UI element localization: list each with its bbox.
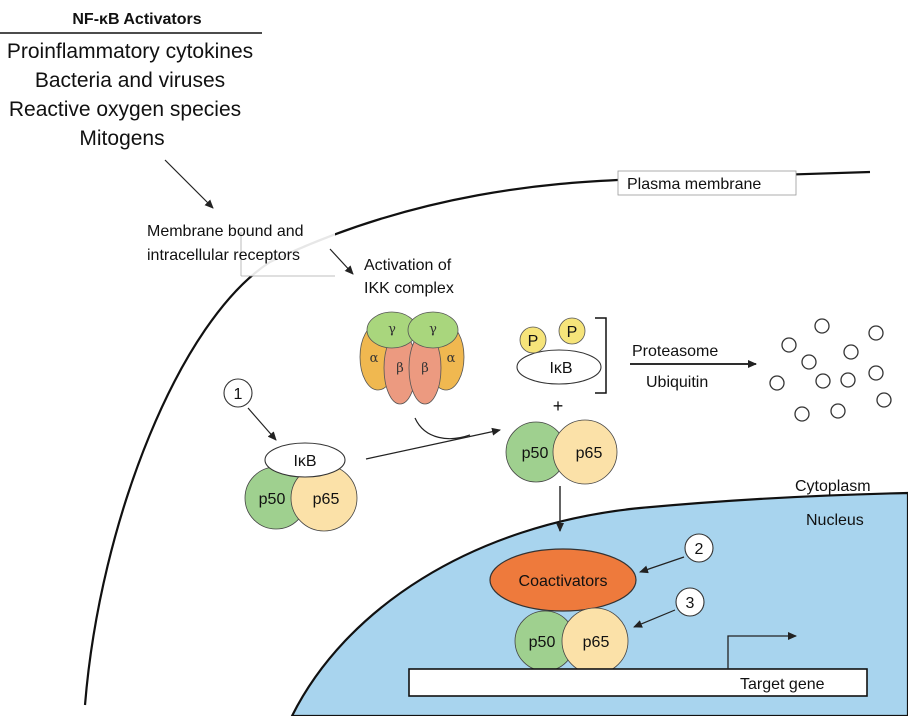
activator-item: Reactive oxygen species	[9, 98, 241, 121]
ikk-catalysis-arrow	[414, 417, 471, 440]
p65-label: p65	[313, 491, 340, 508]
step-2-marker	[684, 533, 714, 563]
peptide-fragment	[801, 354, 817, 370]
receptor-arrow	[329, 248, 354, 275]
step-2-number: 2	[695, 541, 704, 558]
phosphate-group	[558, 317, 586, 345]
receptors-label-box	[240, 228, 335, 276]
ikk-gamma-glyph: γ	[429, 322, 437, 337]
activators-arrow	[164, 159, 214, 209]
ikk-label: Activation of	[364, 257, 452, 274]
peptide-fragment	[843, 344, 859, 360]
ikk-complex: γ γ α α β β	[359, 311, 465, 405]
peptide-fragment	[769, 375, 785, 391]
step-1-marker	[223, 378, 253, 408]
peptide-fragment	[815, 373, 831, 389]
plasma-membrane-label-box	[617, 170, 797, 196]
target-gene-label: Target gene	[740, 676, 825, 693]
p65-subunit	[552, 419, 618, 485]
peptide-fragment	[840, 372, 856, 388]
ikk-gamma-subunit	[407, 311, 459, 349]
receptors-label: intracellular receptors	[147, 247, 300, 264]
degradation-bracket	[595, 317, 607, 394]
proteasome-label: Proteasome	[632, 343, 718, 360]
nuclear-nfkb: p50 p65	[514, 607, 629, 675]
peptide-fragment	[781, 337, 797, 353]
ikk-alpha-glyph: α	[370, 351, 379, 366]
ikb-label: IκB	[549, 360, 572, 377]
p50-label: p50	[259, 491, 286, 508]
p65-label: p65	[583, 634, 610, 651]
coactivators	[489, 548, 637, 612]
ikk-alpha-glyph: α	[447, 351, 456, 366]
receptors-label: Membrane bound and	[147, 223, 304, 240]
step-1-number: 1	[234, 386, 243, 403]
ikk-beta-glyph: β	[421, 361, 429, 376]
ubiquitin-label: Ubiquitin	[646, 374, 708, 391]
p65-label: p65	[576, 445, 603, 462]
ikk-gamma-glyph: γ	[388, 322, 396, 337]
plasma-membrane-label: Plasma membrane	[627, 176, 761, 193]
ikb-protein	[516, 349, 602, 385]
degraded-fragments	[769, 318, 892, 422]
release-arrow	[365, 427, 501, 460]
step-2-arrow	[639, 556, 685, 574]
activators-block: NF-κB Activators Proinflammatory cytokin…	[0, 11, 262, 150]
phospho-ikb: P P IκB	[516, 317, 602, 385]
transcription-start-arrow	[727, 632, 797, 669]
peptide-fragment	[794, 406, 810, 422]
p50-label: p50	[529, 634, 556, 651]
step-3-number: 3	[686, 595, 695, 612]
free-nfkb: p50 p65	[505, 419, 618, 485]
coactivators-label: Coactivators	[519, 573, 608, 590]
peptide-fragment	[876, 392, 892, 408]
activator-item: Mitogens	[79, 127, 164, 150]
ikk-label: IKK complex	[364, 280, 454, 297]
peptide-fragment	[868, 365, 884, 381]
nfkb-ikb-complex: IκB p50 p65	[244, 442, 358, 532]
phosphate-label: P	[567, 324, 578, 341]
step-3-marker	[675, 587, 705, 617]
target-gene-dna	[408, 668, 868, 697]
peptide-fragment	[830, 403, 846, 419]
cytoplasm-label: Cytoplasm	[795, 478, 871, 495]
activators-heading: NF-κB Activators	[72, 11, 201, 28]
activator-item: Proinflammatory cytokines	[7, 40, 253, 63]
peptide-fragment	[868, 325, 884, 341]
phosphate-label: P	[528, 333, 539, 350]
p50-label: p50	[522, 445, 549, 462]
ikk-beta-glyph: β	[396, 361, 404, 376]
ikb-protein	[264, 442, 346, 478]
ikb-label: IκB	[293, 453, 316, 470]
activator-item: Bacteria and viruses	[35, 69, 225, 92]
peptide-fragment	[814, 318, 830, 334]
step-3-arrow	[633, 609, 676, 628]
nucleus-label: Nucleus	[806, 512, 864, 529]
step-1-arrow	[247, 407, 277, 441]
plus-sign: +	[553, 396, 564, 416]
phosphate-group	[519, 326, 547, 354]
